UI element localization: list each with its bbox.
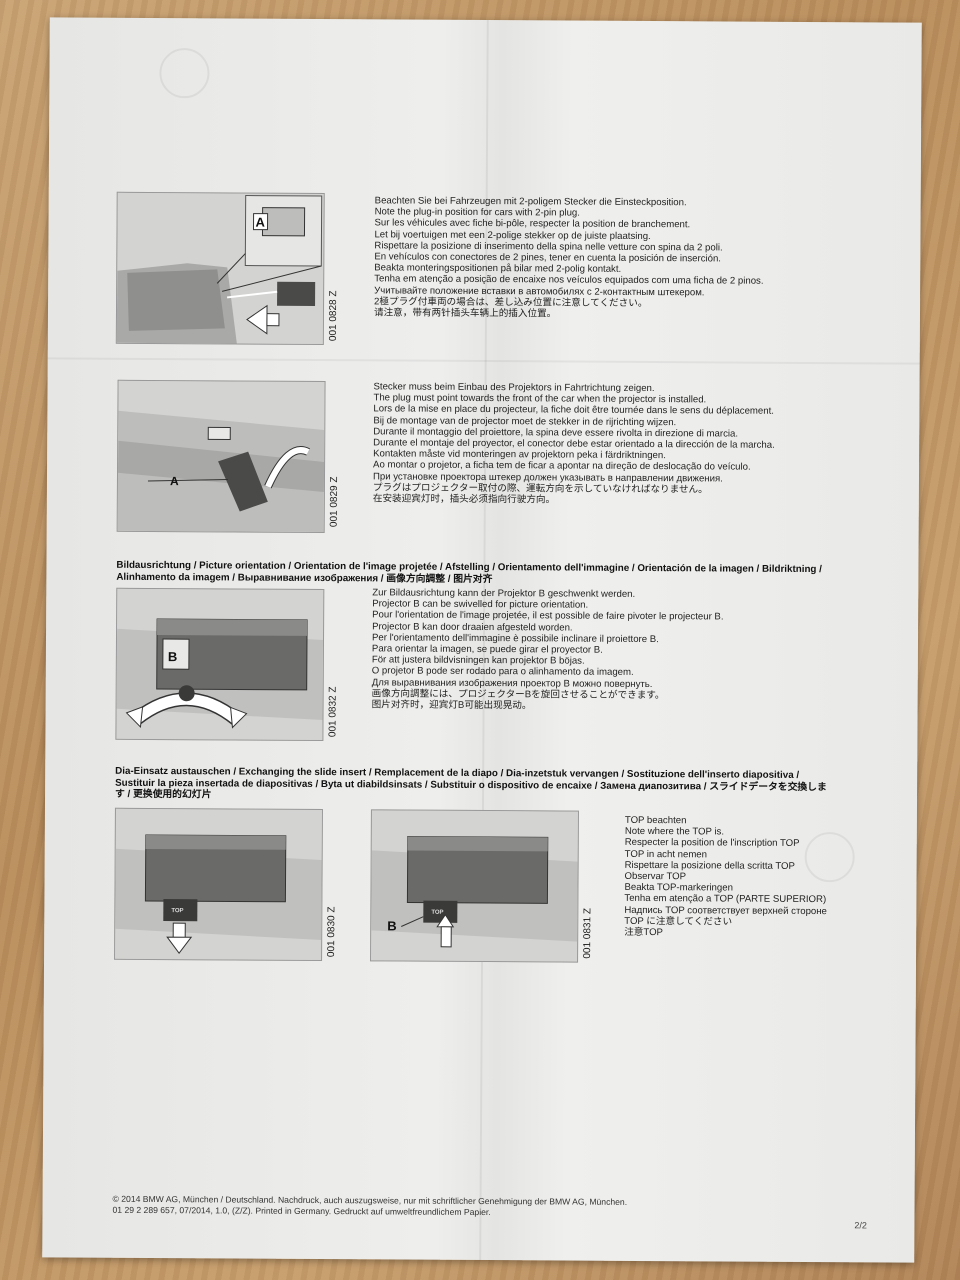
figure-label-a: A — [170, 474, 179, 488]
figure-plug-direction: A — [116, 379, 326, 534]
top-marking: TOP — [431, 910, 443, 916]
figure-code: 001 0830 Z — [326, 906, 338, 958]
figure-insert-slide: TOP B — [370, 809, 579, 963]
heading-picture-orientation: Bildausrichtung / Picture orientation / … — [116, 560, 822, 587]
footer: © 2014 BMW AG, München / Deutschland. Na… — [112, 1194, 627, 1218]
figure-code: 001 0828 Z — [327, 290, 340, 342]
figure-code: 001 0829 Z — [328, 476, 340, 528]
bmw-logo-ghost — [159, 48, 210, 99]
section-picture-orientation-text: Zur Bildausrichtung kann der Projektor B… — [372, 587, 724, 712]
text-line: 注意TOP — [624, 926, 663, 939]
figure-label-b: B — [387, 918, 396, 933]
figure-code: 001 0832 Z — [327, 686, 339, 738]
text-line: Respecter la position de l'inscription T… — [624, 837, 800, 850]
figure-remove-slide: TOP — [114, 807, 323, 962]
text-line: 在安装迎宾灯时，插头必须指向行驶方向。 — [372, 493, 556, 506]
section-plug-direction-text: Stecker muss beim Einbau des Projektors … — [373, 381, 775, 507]
text-line: 请注意，带有两针插头车辆上的插入位置。 — [373, 307, 557, 320]
text-line: Tenha em atenção a TOP (PARTE SUPERIOR) — [624, 893, 827, 906]
heading-slide-insert: Dia-Einsatz austauschen / Exchanging the… — [115, 766, 827, 805]
text-line: 图片对齐时，迎宾灯B可能出现晃动。 — [371, 699, 532, 712]
section-slide-insert-text: TOP beachten Note where the TOP is. Resp… — [624, 815, 827, 939]
top-marking: TOP — [171, 908, 183, 914]
page-number: 2/2 — [854, 1220, 867, 1231]
instruction-sheet: A 001 0828 Z Beachten Sie bei Fahrzeugen… — [42, 17, 922, 1263]
figure-label-b: B — [168, 649, 177, 664]
section-plug-position-text: Beachten Sie bei Fahrzeugen mit 2-polige… — [374, 195, 764, 321]
figure-picture-orientation: B — [115, 587, 325, 742]
figure-plug-position: A — [115, 191, 325, 346]
figure-code: 001 0831 Z — [582, 908, 594, 959]
figure-label-a: A — [256, 215, 266, 230]
